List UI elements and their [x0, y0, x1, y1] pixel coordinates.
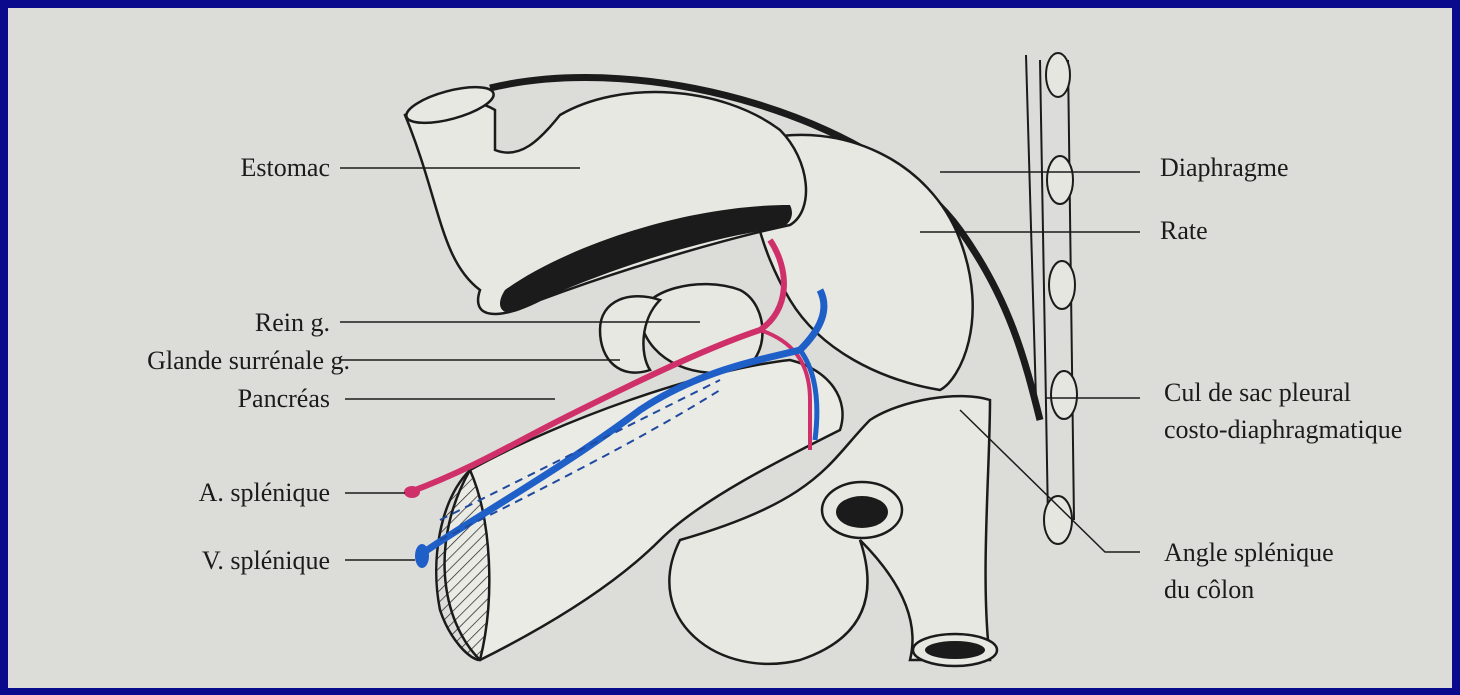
- label-pancreas: Pancréas: [8, 384, 330, 414]
- label-rate: Rate: [1160, 216, 1208, 246]
- label-veine-splenique: V. splénique: [8, 546, 330, 576]
- left-kidney: [640, 284, 763, 373]
- diagram-panel: Estomac Rein g. Glande surrénale g. Panc…: [8, 8, 1452, 688]
- label-cul-de-sac-line1: Cul de sac pleural: [1164, 378, 1351, 408]
- label-cul-de-sac-line2: costo-diaphragmatique: [1164, 415, 1402, 445]
- label-glande-surrenale: Glande surrénale g.: [8, 346, 350, 376]
- label-diaphragme: Diaphragme: [1160, 153, 1289, 183]
- label-angle-splenique-line1: Angle splénique: [1164, 538, 1334, 568]
- stomach: [405, 92, 806, 314]
- label-estomac: Estomac: [8, 153, 330, 183]
- thoracic-wall: [1026, 53, 1077, 544]
- label-angle-splenique-line2: du côlon: [1164, 575, 1254, 605]
- label-rein: Rein g.: [8, 308, 330, 338]
- label-artere-splenique: A. splénique: [8, 478, 330, 508]
